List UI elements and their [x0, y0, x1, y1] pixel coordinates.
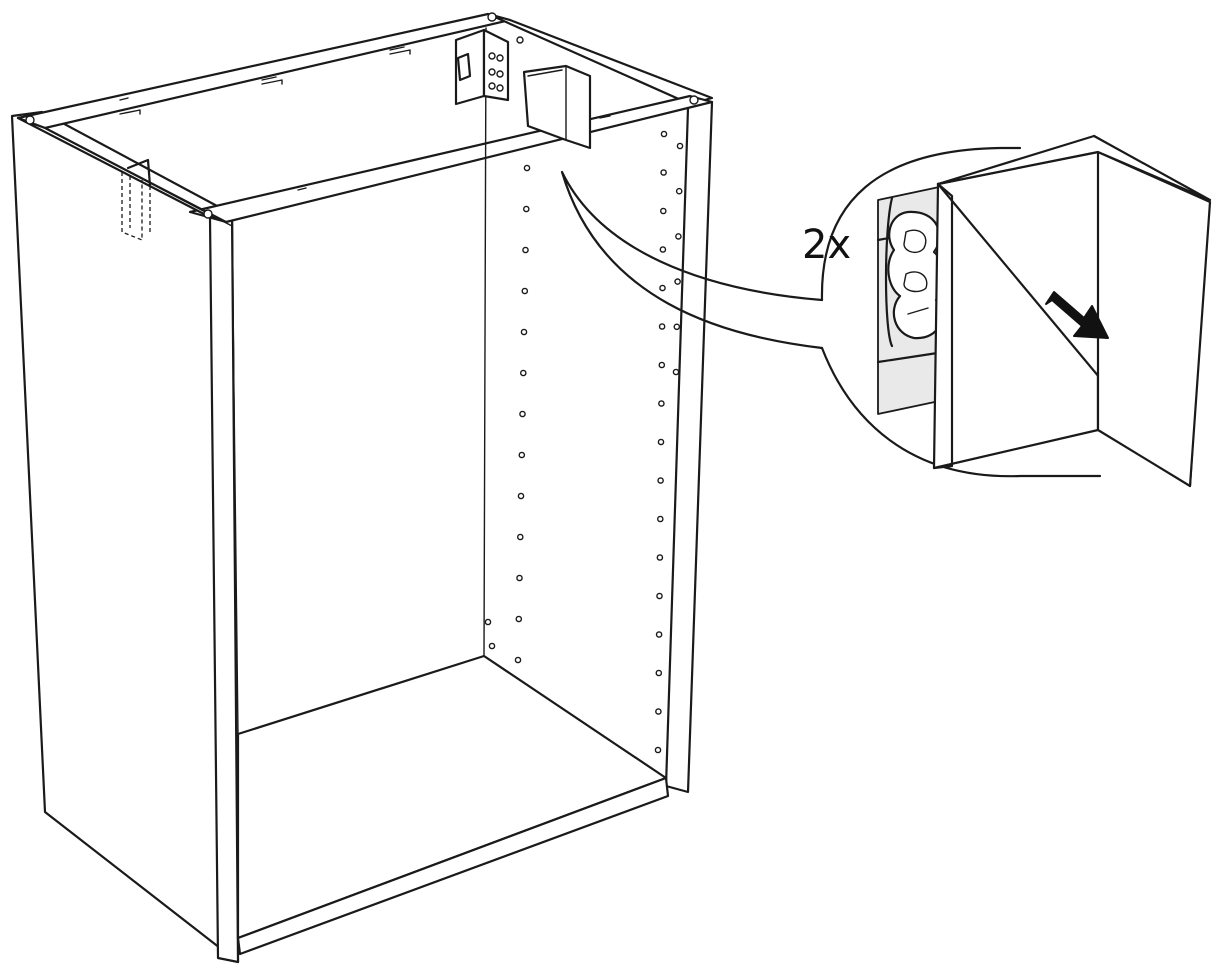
cabinet-frame — [10, 12, 714, 964]
cabinet-clip-icon — [887, 210, 946, 340]
shelf-pin-hole — [488, 642, 496, 650]
shelf-pin-hole — [520, 369, 527, 377]
shelf-pin-hole — [654, 746, 662, 754]
shelf-pin-hole — [655, 708, 662, 715]
shelf-pin-hole — [520, 328, 528, 336]
right-panel-inner-edge — [664, 106, 690, 788]
shelf-pin-hole — [523, 164, 531, 172]
shelf-pin-hole — [657, 515, 664, 523]
shelf-pin-hole — [655, 631, 663, 638]
shelf-pin-hole — [659, 284, 666, 292]
shelf-pin-hole — [673, 323, 681, 331]
pull-arrow-icon — [1045, 291, 1109, 339]
shelf-pin-hole — [517, 492, 525, 500]
shelf-pin-hole — [519, 410, 526, 418]
right-panel-front-edge — [664, 100, 714, 794]
shelf-pin-hole — [521, 287, 529, 295]
shelf-pin-hole — [522, 246, 529, 254]
shelf-pin-hole — [657, 438, 665, 446]
detail-callout: 2x — [560, 134, 1212, 488]
callout-circle — [820, 146, 1102, 478]
inner-corner-line — [231, 225, 239, 735]
shelf-pin-hole — [655, 669, 663, 677]
top-corner-screw — [25, 115, 35, 125]
shelf-pin-hole — [675, 187, 683, 195]
callout-connector — [560, 170, 824, 350]
hidden-bracket — [121, 158, 152, 241]
shelf-pin-hole — [675, 233, 682, 240]
top-corner-screw — [689, 95, 699, 105]
shelf-pin-hole — [658, 361, 666, 369]
shelf-pin-hole — [514, 656, 522, 664]
quantity-label: 2x — [802, 222, 851, 268]
shelf-pin-hole — [660, 130, 668, 138]
shelf-pin-holes — [484, 130, 684, 754]
back-mounting-bracket — [454, 28, 524, 106]
shelf-pin-hole — [515, 615, 523, 623]
top-corner-screw — [487, 12, 497, 22]
shelf-pin-hole — [516, 574, 523, 582]
shelf-pin-hole — [656, 554, 664, 561]
top-corner-screw — [203, 209, 213, 219]
cabinet-top-back-rail — [16, 12, 512, 130]
shelf-pin-hole — [657, 477, 664, 484]
shelf-pin-hole — [660, 169, 667, 176]
shelf-pin-hole — [674, 278, 681, 285]
cabinet-top-front-rail — [188, 94, 714, 224]
cabinet-left-panel — [10, 110, 240, 964]
shelf-pin-hole — [656, 592, 663, 600]
shelf-pin-hole — [517, 533, 524, 541]
shelf-pin-hole — [676, 142, 684, 150]
door-side — [1096, 150, 1212, 488]
cabinet-bottom-front-edge — [236, 776, 670, 956]
shelf-pin-hole — [658, 400, 665, 407]
shelf-pin-hole — [659, 246, 667, 253]
cabinet-bottom-panel — [236, 654, 668, 940]
shelf-pin-hole — [518, 451, 526, 459]
shelf-pin-hole — [523, 205, 530, 213]
shelf-pin-hole — [660, 207, 667, 215]
cabinet-top-right-rail — [486, 12, 714, 106]
rail-tabs — [119, 46, 611, 191]
door-top-face — [936, 134, 1212, 202]
shelf-pin-hole — [484, 618, 492, 626]
shelf-pin-hole — [658, 323, 666, 330]
shelf-pin-hole — [672, 368, 680, 376]
cabinet-clip — [522, 64, 592, 150]
